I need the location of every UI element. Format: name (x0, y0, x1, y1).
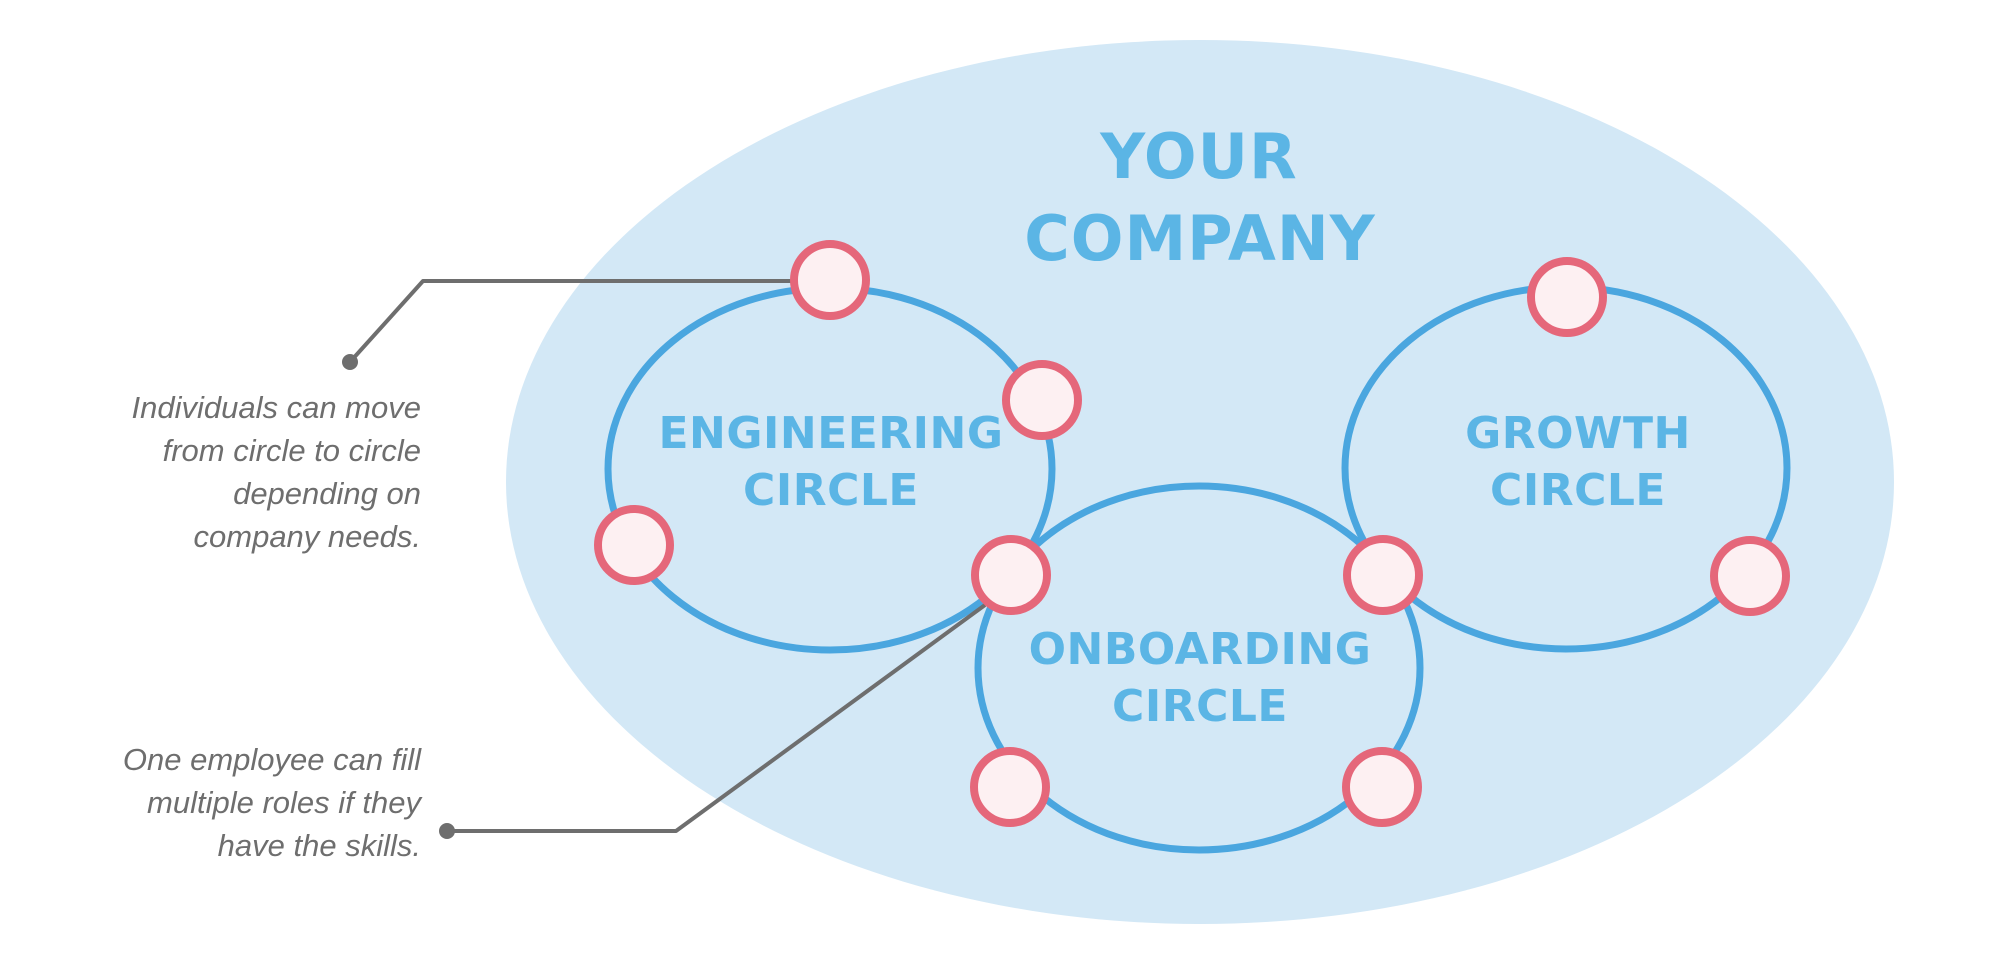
callout-text-multiple-roles-line-2: multiple roles if they (147, 785, 423, 820)
callout-text-move-between-circles-line-1: Individuals can move (132, 390, 422, 425)
callout-text-multiple-roles-line-3: have the skills. (218, 828, 421, 863)
engineering-member-node-left[interactable] (594, 505, 674, 585)
callout-dot-move-between-circles (342, 354, 358, 370)
shared-member-node-engineering-onboarding[interactable] (971, 535, 1051, 615)
onboarding-circle-label-line-2: CIRCLE (1112, 681, 1288, 732)
growth-member-node-right[interactable] (1710, 536, 1790, 616)
shared-member-node-onboarding-growth[interactable] (1343, 535, 1423, 615)
callout-line-multiple-roles (447, 603, 987, 833)
onboarding-member-node-bottom-right[interactable] (1342, 747, 1422, 827)
callout-text-move-between-circles-line-2: from circle to circle (163, 433, 421, 468)
callout-text-move-between-circles-line-4: company needs. (194, 519, 421, 554)
callout-line-move-between-circles (348, 279, 795, 364)
callout-text-move-between-circles-line-3: depending on (233, 476, 421, 511)
engineering-member-node-top[interactable] (790, 240, 870, 320)
engineering-member-node-right[interactable] (1002, 360, 1082, 440)
callout-dot-multiple-roles (439, 823, 455, 839)
engineering-circle-label-line-2: CIRCLE (743, 465, 919, 516)
company-title-line-2: COMPANY (1024, 202, 1376, 275)
growth-circle-label-line-1: GROWTH (1465, 408, 1691, 459)
callout-text-multiple-roles-line-1: One employee can fill (123, 742, 422, 777)
engineering-circle-label-line-1: ENGINEERING (659, 408, 1004, 459)
company-title-line-1: YOUR (1099, 120, 1297, 193)
growth-member-node-top[interactable] (1527, 257, 1607, 337)
onboarding-circle-label-line-1: ONBOARDING (1029, 624, 1372, 675)
growth-circle-label-line-2: CIRCLE (1490, 465, 1666, 516)
onboarding-circle[interactable] (974, 482, 1424, 854)
onboarding-member-node-bottom-left[interactable] (970, 747, 1050, 827)
